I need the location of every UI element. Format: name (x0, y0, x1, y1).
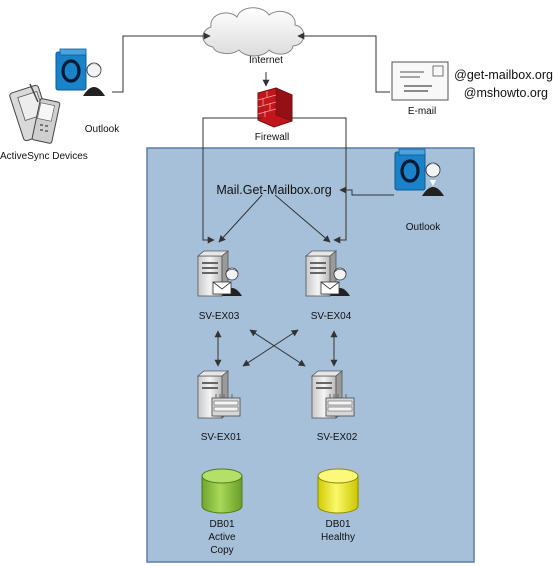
server-label-sv-ex03: SV-EX03 (198, 311, 240, 322)
outlook-label-top: Outlook (84, 124, 120, 135)
outlook-app-icon (54, 47, 107, 98)
db-active-line-1: DB01 (209, 519, 235, 530)
envelope-icon (391, 61, 449, 101)
server-label-sv-ex02: SV-EX02 (316, 432, 358, 443)
connectors (112, 32, 394, 367)
firewall-label: Firewall (254, 132, 290, 143)
db-active-line-2: Active (208, 532, 236, 543)
db-active-line-3: Copy (210, 545, 234, 556)
cloud-icon (202, 7, 305, 57)
db-healthy-label: DB01 Healthy (313, 518, 363, 544)
email-label: E-mail (407, 106, 437, 117)
db-healthy-line-1: DB01 (325, 519, 351, 530)
outlook-label-right: Outlook (405, 222, 441, 233)
internal-network-zone (146, 147, 475, 563)
mobile-device-icon (9, 83, 61, 144)
db-active-label: DB01 Active Copy (197, 518, 247, 557)
domain-label-2: @mshowto.org (463, 86, 548, 100)
server-label-sv-ex01: SV-EX01 (200, 432, 242, 443)
mail-host-label: Mail.Get-Mailbox.org (216, 183, 332, 197)
domain-label-1: @get-mailbox.org (454, 68, 553, 82)
server-label-sv-ex04: SV-EX04 (310, 311, 352, 322)
internet-label: Internet (249, 55, 283, 66)
database-cylinder-icon (201, 468, 243, 514)
brick-wall-icon (257, 87, 293, 128)
activesync-label: ActiveSync Devices (0, 151, 88, 162)
db-healthy-line-2: Healthy (321, 532, 355, 543)
database-cylinder-icon (317, 468, 359, 514)
